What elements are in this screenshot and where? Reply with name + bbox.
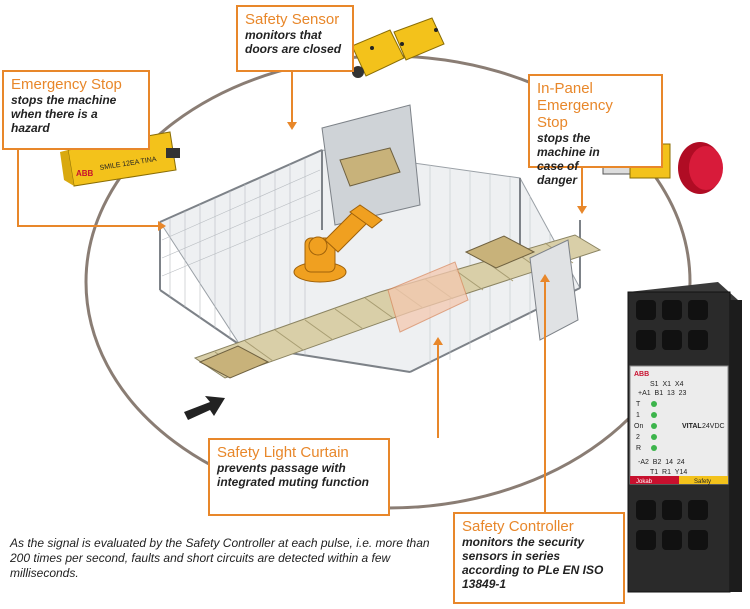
controller-brand: ABB xyxy=(634,371,649,378)
safety-sensor-device xyxy=(351,17,445,78)
stop-device-brand: ABB xyxy=(76,169,94,178)
callout-desc: prevents passage with integrated muting … xyxy=(217,461,369,489)
led-label-t: T xyxy=(636,401,641,408)
controller-model: VITAL xyxy=(682,423,702,430)
robot-arm xyxy=(293,204,383,283)
controller-row-1: S1 X1 X4 xyxy=(650,381,684,388)
footnote-text: As the signal is evaluated by the Safety… xyxy=(10,536,430,580)
callout-title: In-Panel Emergency Stop xyxy=(537,80,613,131)
led-label-1: 1 xyxy=(636,412,640,419)
callout-desc: stops the machine when there is a hazard xyxy=(11,93,117,135)
led-label-2: 2 xyxy=(636,434,640,441)
callout-title: Emergency Stop xyxy=(11,76,122,93)
callout-safety-controller: Safety Controller monitors the security … xyxy=(453,512,625,604)
callout-desc: monitors that doors are closed xyxy=(245,28,342,56)
led-label-r: R xyxy=(636,445,641,452)
robot-cell-fence xyxy=(159,104,602,420)
controller-foot-left: Jokab xyxy=(636,479,653,485)
callout-title: Safety Light Curtain xyxy=(217,444,349,461)
controller-row-3: -A2 B2 14 24 xyxy=(638,459,685,466)
callout-in-panel-stop: In-Panel Emergency Stop stops the machin… xyxy=(528,74,663,187)
callout-title: Safety Sensor xyxy=(245,11,340,28)
callout-desc: stops the machine in case of danger xyxy=(537,131,600,187)
controller-foot-right: Safety xyxy=(694,479,711,485)
callout-title: Safety Controller xyxy=(462,518,574,535)
connector-lines xyxy=(17,72,583,512)
callout-emergency-stop: Emergency Stop stops the machine when th… xyxy=(2,70,150,150)
callout-light-curtain: Safety Light Curtain prevents passage wi… xyxy=(208,438,390,516)
led-label-on: On xyxy=(634,423,643,430)
callout-desc: monitors the security sensors in series … xyxy=(462,535,604,591)
safety-controller-device: ABB S1 X1 X4 +A1 B1 13 23 T 1 On 2 R VIT… xyxy=(627,282,742,593)
controller-voltage: 24VDC xyxy=(702,423,725,430)
connector-arrowheads xyxy=(158,122,587,345)
controller-row-2: +A1 B1 13 23 xyxy=(638,390,687,397)
controller-row-4: T1 R1 Y14 xyxy=(650,469,687,476)
callout-safety-sensor: Safety Sensor monitors that doors are cl… xyxy=(236,5,354,72)
